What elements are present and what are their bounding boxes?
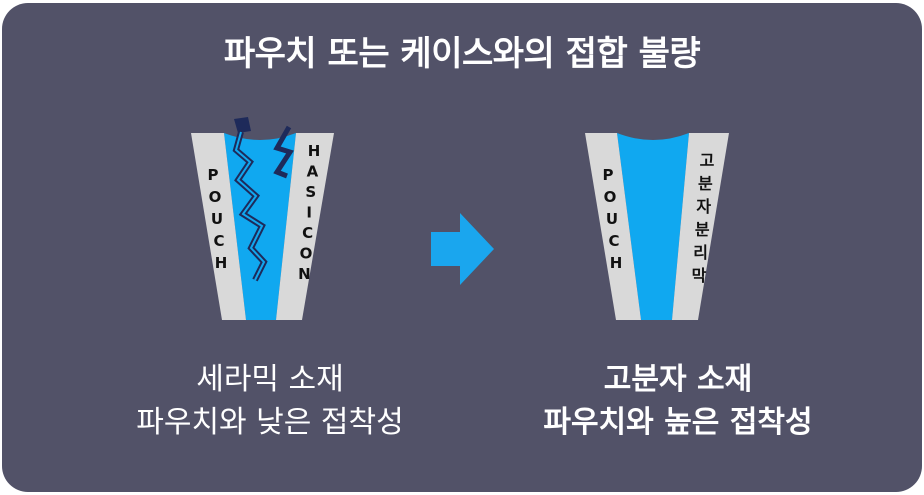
left-caption: 세라믹 소재 파우치와 낮은 접착성	[80, 358, 460, 444]
crack-icon	[232, 117, 294, 282]
right-arrow-icon	[431, 213, 494, 285]
left-hasicon-wall	[276, 133, 334, 320]
left-caption-line-1: 세라믹 소재	[196, 362, 344, 397]
right-caption-line-1: 고분자 소재	[603, 362, 753, 397]
right-pouch-wall	[585, 133, 641, 320]
right-caption-line-2: 파우치와 높은 접착성	[543, 405, 813, 440]
page-title: 파우치 또는 케이스와의 접합 불량	[223, 34, 701, 74]
right-separator-wall	[672, 133, 729, 320]
left-caption-line-2: 파우치와 낮은 접착성	[136, 405, 404, 440]
right-caption: 고분자 소재 파우치와 높은 접착성	[488, 358, 868, 444]
left-pouch-wall	[191, 133, 246, 320]
